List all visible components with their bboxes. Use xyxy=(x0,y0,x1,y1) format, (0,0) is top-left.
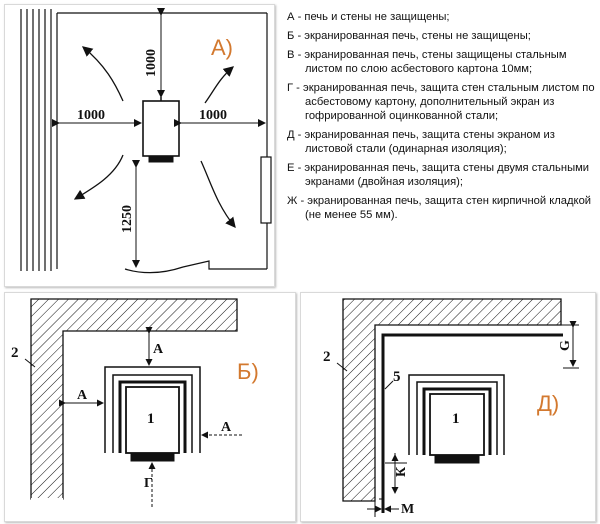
wall-number: 2 xyxy=(11,345,19,361)
dim-right: 1000 xyxy=(199,108,227,123)
dim-top: 1000 xyxy=(144,49,159,77)
diagram-a-panel: 1000 1000 1000 1250 А) xyxy=(4,4,275,287)
dim-left: 1000 xyxy=(77,108,105,123)
distance-marks xyxy=(59,327,242,507)
panel-label-d: Д) xyxy=(537,391,559,416)
mark-m: М xyxy=(401,502,414,517)
wall-corner xyxy=(30,298,238,500)
legend-item: Ж - экранированная печь, защита стен кир… xyxy=(287,195,592,221)
stove xyxy=(142,97,180,163)
stove-screened xyxy=(104,366,201,462)
screen-number: 5 xyxy=(393,369,401,385)
diagram-d-panel: 2 5 1 G К М Д) xyxy=(300,292,596,522)
mark-k: К xyxy=(394,466,409,477)
mark-right: А xyxy=(221,420,232,435)
diagram-d-drawing: 2 5 1 G К М Д) xyxy=(323,298,579,517)
stove-number: 1 xyxy=(452,411,460,427)
wall-number: 2 xyxy=(323,349,331,365)
diagram-b-drawing: 2 1 А А А Г Б) xyxy=(11,298,259,507)
wall-corner xyxy=(342,298,562,502)
mark-bottom: Г xyxy=(144,476,153,491)
steel-screen xyxy=(381,333,563,513)
panel-label-a: А) xyxy=(211,35,233,60)
stove-number: 1 xyxy=(147,411,155,427)
heat-flow-arrows xyxy=(73,46,236,229)
distance-mark-g xyxy=(561,321,579,369)
dim-bottom: 1250 xyxy=(120,205,135,233)
diagram-a-drawing: 1000 1000 1000 1250 А) xyxy=(20,8,272,274)
legend: А - печь и стены не защищены; Б - экрани… xyxy=(287,10,595,227)
mark-top: А xyxy=(153,342,164,357)
legend-item: Е - экранированная печь, защита стены дв… xyxy=(287,162,590,188)
legend-item: Д - экранированная печь, защита стены эк… xyxy=(287,129,555,155)
legend-item: Г - экранированная печь, защита стен ста… xyxy=(287,82,595,122)
panel-label-b: Б) xyxy=(237,359,259,384)
legend-item: В - экранированная печь, стены защищены … xyxy=(287,49,567,75)
mark-g: G xyxy=(558,340,573,351)
legend-item: Б - экранированная печь, стены не защище… xyxy=(287,30,531,42)
mark-left: А xyxy=(77,388,88,403)
legend-item: А - печь и стены не защищены; xyxy=(287,11,450,23)
stove-screened xyxy=(408,374,505,464)
dimension-lines xyxy=(52,8,266,268)
distance-marks-km xyxy=(367,453,407,517)
room-walls xyxy=(20,9,272,274)
diagram-b-panel: 2 1 А А А Г Б) xyxy=(4,292,296,522)
